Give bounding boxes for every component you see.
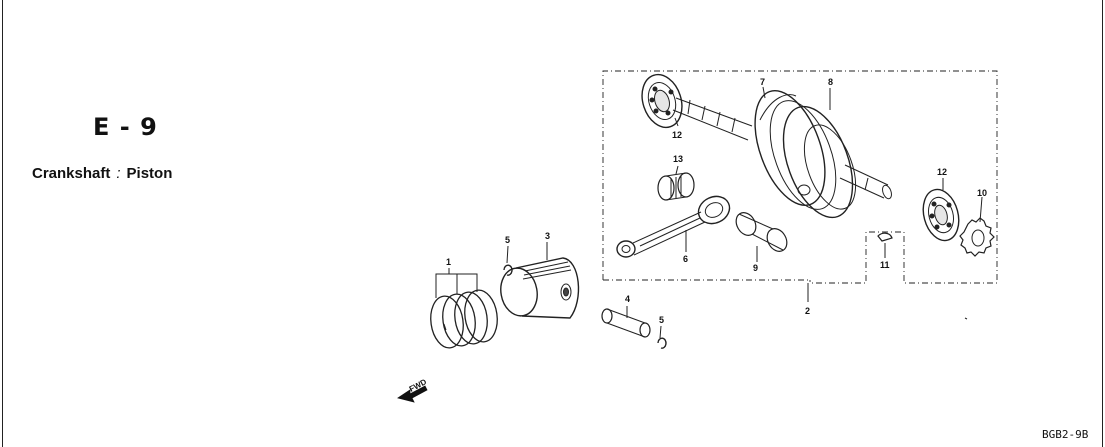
callout-5-upper: 5 (505, 235, 510, 245)
callout-6: 6 (683, 254, 688, 264)
callout-10: 10 (977, 188, 987, 198)
callout-12-right: 12 (937, 167, 947, 177)
leader-12-left (674, 117, 679, 127)
callout-9: 9 (753, 263, 758, 273)
callout-11: 11 (880, 260, 890, 270)
piston-pin-clip-upper (503, 264, 513, 276)
callout-3: 3 (545, 231, 550, 241)
leader-7 (762, 86, 766, 99)
callout-4: 4 (625, 294, 630, 304)
leader-5-upper (506, 245, 509, 264)
piston-pin (601, 308, 651, 338)
callout-2: 2 (805, 306, 810, 316)
section-title-separator: : (116, 165, 121, 182)
diagram-reference-code: BGB2-9B (1042, 428, 1089, 441)
page-border-right (1102, 0, 1103, 447)
crank-flywheel-right (782, 105, 857, 219)
crank-bearing-right (922, 188, 960, 242)
section-title: Crankshaft: Piston (32, 165, 172, 182)
crankshaft-assembly-frame (602, 70, 998, 284)
crank-bearing-left (641, 73, 683, 129)
page-border-left (2, 0, 3, 447)
piston-ring-set (430, 289, 498, 349)
leader-5-lower (659, 325, 662, 339)
section-title-right: Piston (126, 165, 173, 182)
connecting-rod (616, 195, 731, 258)
leader-10 (979, 196, 983, 223)
callout-13: 13 (673, 154, 683, 164)
callout-1: 1 (446, 257, 451, 267)
forward-direction-arrow (397, 385, 428, 403)
callout-8: 8 (828, 77, 833, 87)
needle-bearing (657, 172, 695, 201)
woodruff-key (877, 232, 893, 242)
callout-7: 7 (760, 77, 765, 87)
leader-13 (675, 165, 679, 175)
section-title-left: Crankshaft (32, 165, 111, 182)
callout-labels: 1 2 3 4 5 5 6 7 8 9 10 11 12 12 13 FWD (408, 77, 987, 394)
crank-flywheel-left (754, 89, 837, 210)
crankshaft-right-shaft (839, 164, 892, 200)
crank-pin (735, 212, 788, 252)
callout-12-left: 12 (672, 130, 682, 140)
crankshaft-left-shaft (672, 97, 753, 141)
piston (500, 257, 580, 319)
piston-pin-clip-lower (657, 337, 667, 349)
section-code: E - 9 (93, 113, 158, 141)
timing-gear (959, 217, 995, 257)
callout-5-lower: 5 (659, 315, 664, 325)
